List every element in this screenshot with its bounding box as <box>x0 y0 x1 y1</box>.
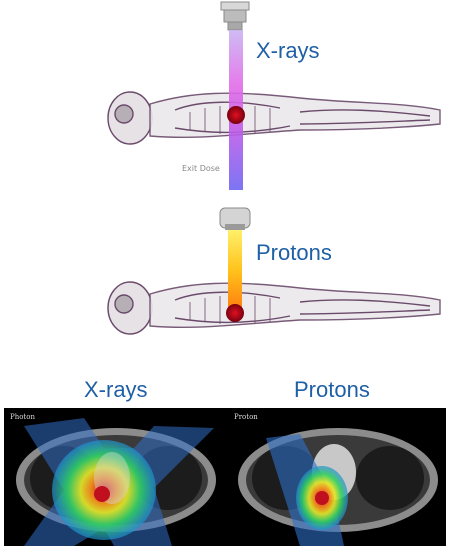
exit-dose-label: Exit Dose <box>182 164 220 173</box>
tumor-xray <box>227 106 245 124</box>
proton-beam <box>228 230 242 312</box>
xray-diagram-svg <box>0 0 450 200</box>
ct-right-label: Proton <box>234 413 258 421</box>
tumor-proton <box>226 304 244 322</box>
proton-emitter <box>220 208 250 230</box>
ct-left-label: Photon <box>10 413 35 421</box>
ct-panels-svg <box>4 408 446 546</box>
ct-right-proton <box>228 408 446 546</box>
ct-left-photon <box>4 408 224 546</box>
proton-diagram <box>0 200 450 375</box>
proton-label: Protons <box>256 240 332 266</box>
ct-panels: Photon Proton <box>4 408 446 546</box>
xray-label: X-rays <box>256 38 320 64</box>
proton-diagram-svg <box>0 200 450 375</box>
body-silhouette-proton <box>108 282 440 334</box>
xray-diagram <box>0 0 450 200</box>
bottom-proton-title: Protons <box>294 377 370 403</box>
bottom-xray-title: X-rays <box>84 377 148 403</box>
xray-emitter <box>221 2 249 30</box>
body-silhouette-xray <box>108 92 440 144</box>
